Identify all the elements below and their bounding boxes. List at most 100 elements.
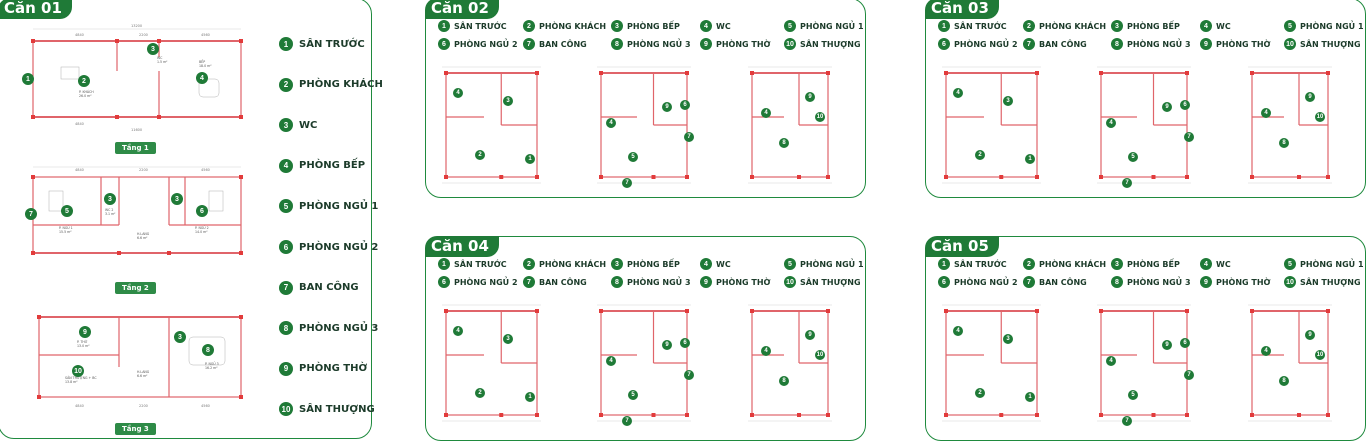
legend-number-badge: 9 xyxy=(700,276,712,288)
legend-label: SÂN TRƯỚC xyxy=(454,21,507,31)
svg-text:3.1 m²: 3.1 m² xyxy=(105,212,116,216)
legend-label: PHÒNG NGỦ 2 xyxy=(954,39,1018,49)
svg-text:4840: 4840 xyxy=(75,168,84,172)
legend-label: SÂN THƯỢNG xyxy=(800,277,861,287)
legend-label: SÂN THƯỢNG xyxy=(1300,277,1361,287)
legend-label: WC xyxy=(716,21,731,31)
marker-3: 3 xyxy=(147,43,159,55)
marker-3: 3 xyxy=(171,193,183,205)
svg-text:SÂN THƯỢNG + BC: SÂN THƯỢNG + BC xyxy=(65,375,97,380)
room-marker: 2 xyxy=(475,150,485,160)
column-mark xyxy=(1326,309,1330,313)
column-mark xyxy=(499,175,504,179)
floor-plan-2: 4840 2200 4560 P. NGỦ 1 15.5 m² P. NGỦ 2… xyxy=(9,161,274,269)
svg-text:4560: 4560 xyxy=(201,33,210,37)
column-mark xyxy=(1297,175,1301,179)
column-mark xyxy=(750,175,754,179)
legend-label: SÂN THƯỢNG xyxy=(800,39,861,49)
legend-label: PHÒNG NGỦ 1 xyxy=(1300,259,1364,269)
legend-label: WC xyxy=(1216,21,1231,31)
svg-text:4840: 4840 xyxy=(75,33,84,37)
legend-label: SÂN TRƯỚC xyxy=(454,259,507,269)
column-mark xyxy=(1297,413,1301,417)
legend-number-badge: 4 xyxy=(700,20,712,32)
legend-label: PHÒNG NGỦ 2 xyxy=(454,39,518,49)
legend-number-badge: 9 xyxy=(1200,38,1212,50)
svg-text:16.2 m²: 16.2 m² xyxy=(205,366,218,370)
legend-label: PHÒNG BẾP xyxy=(1127,259,1180,269)
legend-label: PHÒNG BẾP xyxy=(1127,21,1180,31)
legend-number-badge: 8 xyxy=(611,38,623,50)
column-mark xyxy=(1035,175,1039,179)
legend-label: PHÒNG THỜ xyxy=(1216,277,1271,287)
legend-label: PHÒNG BẾP xyxy=(627,259,680,269)
column-mark xyxy=(826,175,830,179)
marker-9: 9 xyxy=(79,326,91,338)
legend-number-badge: 3 xyxy=(1111,20,1123,32)
room-marker: 7 xyxy=(1122,178,1132,188)
room-marker: 4 xyxy=(761,108,771,118)
legend-label: PHÒNG NGỦ 3 xyxy=(627,277,691,287)
column-mark xyxy=(1099,309,1103,313)
room-marker: 3 xyxy=(503,334,513,344)
svg-text:4840: 4840 xyxy=(75,404,84,408)
svg-text:1.5 m²: 1.5 m² xyxy=(157,60,168,64)
column-mark xyxy=(1099,413,1103,417)
legend-number-badge: 10 xyxy=(784,276,796,288)
room-marker: 8 xyxy=(779,138,789,148)
legend-number-badge: 8 xyxy=(1111,38,1123,50)
room-marker: 7 xyxy=(1184,132,1194,142)
legend-label: BAN CÔNG xyxy=(1039,39,1087,49)
floor-label-1: Tầng 1 xyxy=(115,142,156,154)
room-marker: 6 xyxy=(680,338,690,348)
legend-label: BAN CÔNG xyxy=(539,277,587,287)
column-mark xyxy=(599,309,603,313)
marker-7: 7 xyxy=(25,208,37,220)
legend-number-badge: 4 xyxy=(700,258,712,270)
svg-text:H.LANG: H.LANG xyxy=(137,232,150,236)
legend-number-badge: 8 xyxy=(1111,276,1123,288)
room-marker: 3 xyxy=(1003,334,1013,344)
legend-label: PHÒNG THỜ xyxy=(1216,39,1271,49)
room-marker: 4 xyxy=(953,326,963,336)
room-marker: 1 xyxy=(1025,154,1035,164)
legend-label: WC xyxy=(1216,259,1231,269)
column-mark xyxy=(750,413,754,417)
column-mark xyxy=(651,175,656,179)
column-mark xyxy=(944,175,948,179)
room-marker: 9 xyxy=(805,92,815,102)
room-marker: 9 xyxy=(1305,330,1315,340)
column-mark xyxy=(444,413,448,417)
column-mark xyxy=(1151,413,1156,417)
card-title: Căn 04 xyxy=(425,236,499,257)
legend-label: PHÒNG KHÁCH xyxy=(1039,21,1107,31)
marker-4: 4 xyxy=(196,72,208,84)
column-mark xyxy=(999,413,1004,417)
column-mark xyxy=(599,413,603,417)
room-marker: 6 xyxy=(1180,338,1190,348)
legend-number-badge: 5 xyxy=(784,258,796,270)
room-marker: 10 xyxy=(815,112,825,122)
column-mark xyxy=(944,309,948,313)
legend-number-badge: 2 xyxy=(1023,20,1035,32)
legend-number-badge: 9 xyxy=(279,361,293,376)
